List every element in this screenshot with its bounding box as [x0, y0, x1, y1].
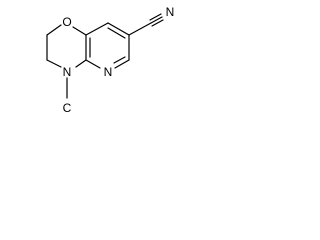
bond-o-c8a: [72, 26, 87, 36]
atom-label-methyl-carbon: C: [63, 101, 72, 115]
bond-c8-c7: [107, 22, 130, 36]
bond-cn-triple-2: [149, 13, 162, 21]
bond-c7-cn: [128, 22, 152, 36]
chemical-structure-diagram: O N N N C: [46, 5, 175, 115]
bond-n-c4a: [75, 59, 87, 68]
bond-c6-n5-inner: [113, 56, 126, 64]
bond-ch2-n: [46, 59, 62, 68]
bond-cn-triple-3: [151, 19, 164, 27]
bond-c8a-c8: [85, 22, 109, 36]
bond-c6-n5: [114, 59, 130, 69]
atom-label-ring-nitrogen: N: [63, 65, 72, 79]
atom-label-nitrile-nitrogen: N: [166, 5, 175, 19]
atom-label-oxygen: O: [62, 15, 71, 29]
bond-c8-c7-inner: [107, 27, 126, 39]
atom-label-pyridine-nitrogen: N: [104, 65, 113, 79]
bond-n5-c4a: [85, 59, 101, 69]
bond-cn-triple-1: [150, 16, 163, 24]
bond-o-ch2-upper: [46, 24, 62, 36]
